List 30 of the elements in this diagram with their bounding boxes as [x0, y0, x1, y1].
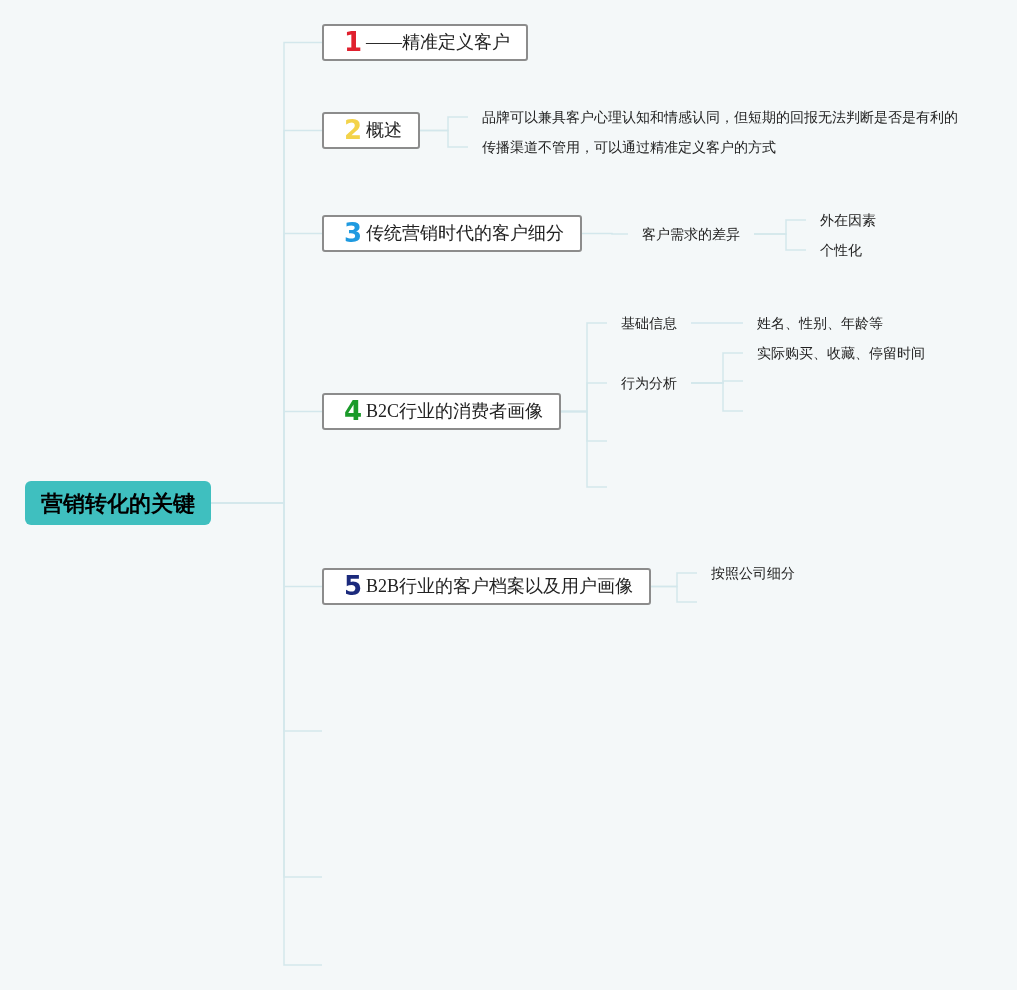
- topic-number: 5: [344, 573, 363, 599]
- branch-line: [650, 585, 698, 603]
- subtopic-text: 姓名、性别、年龄等: [743, 313, 897, 333]
- topic-box: [322, 214, 583, 252]
- subtopic-text: 基础信息: [607, 313, 691, 333]
- topic-title: 传统营销时代的客户细分: [366, 221, 565, 245]
- topic-box: [322, 392, 562, 430]
- branch-line: [581, 232, 629, 235]
- subtopic-text: 传播渠道不管用，可以通过精准定义客户的方式: [468, 137, 790, 157]
- branch-line: [419, 129, 469, 148]
- subtopic-text: 按照公司细分: [697, 563, 809, 583]
- topic-title: ——精准定义客户: [366, 30, 511, 54]
- topic-box: [322, 23, 529, 61]
- topic-number: 1: [344, 29, 363, 55]
- branch-line: [753, 233, 807, 251]
- subtopic-text: 行为分析: [607, 373, 691, 393]
- subtopic-text: 客户需求的差异: [628, 224, 754, 244]
- topic-title: B2C行业的消费者画像: [366, 399, 544, 423]
- subtopic-text: 外在因素: [806, 210, 890, 230]
- root-topic: 营销转化的关键: [25, 481, 211, 525]
- topic-box: [322, 111, 421, 149]
- topic-title: B2B行业的客户档案以及用户画像: [366, 574, 634, 598]
- subtopic-text: 实际购买、收藏、停留时间: [743, 343, 939, 363]
- subtopic-text: 个性化: [806, 240, 876, 260]
- topic-number: 2: [344, 117, 363, 143]
- topic-number: 4: [344, 398, 363, 424]
- topic-box: [322, 567, 652, 605]
- subtopic-text: 品牌可以兼具客户心理认知和情感认同，但短期的回报无法判断是否是有利的: [468, 107, 972, 127]
- topic-number: 3: [344, 220, 363, 246]
- topic-title: 概述: [366, 118, 403, 142]
